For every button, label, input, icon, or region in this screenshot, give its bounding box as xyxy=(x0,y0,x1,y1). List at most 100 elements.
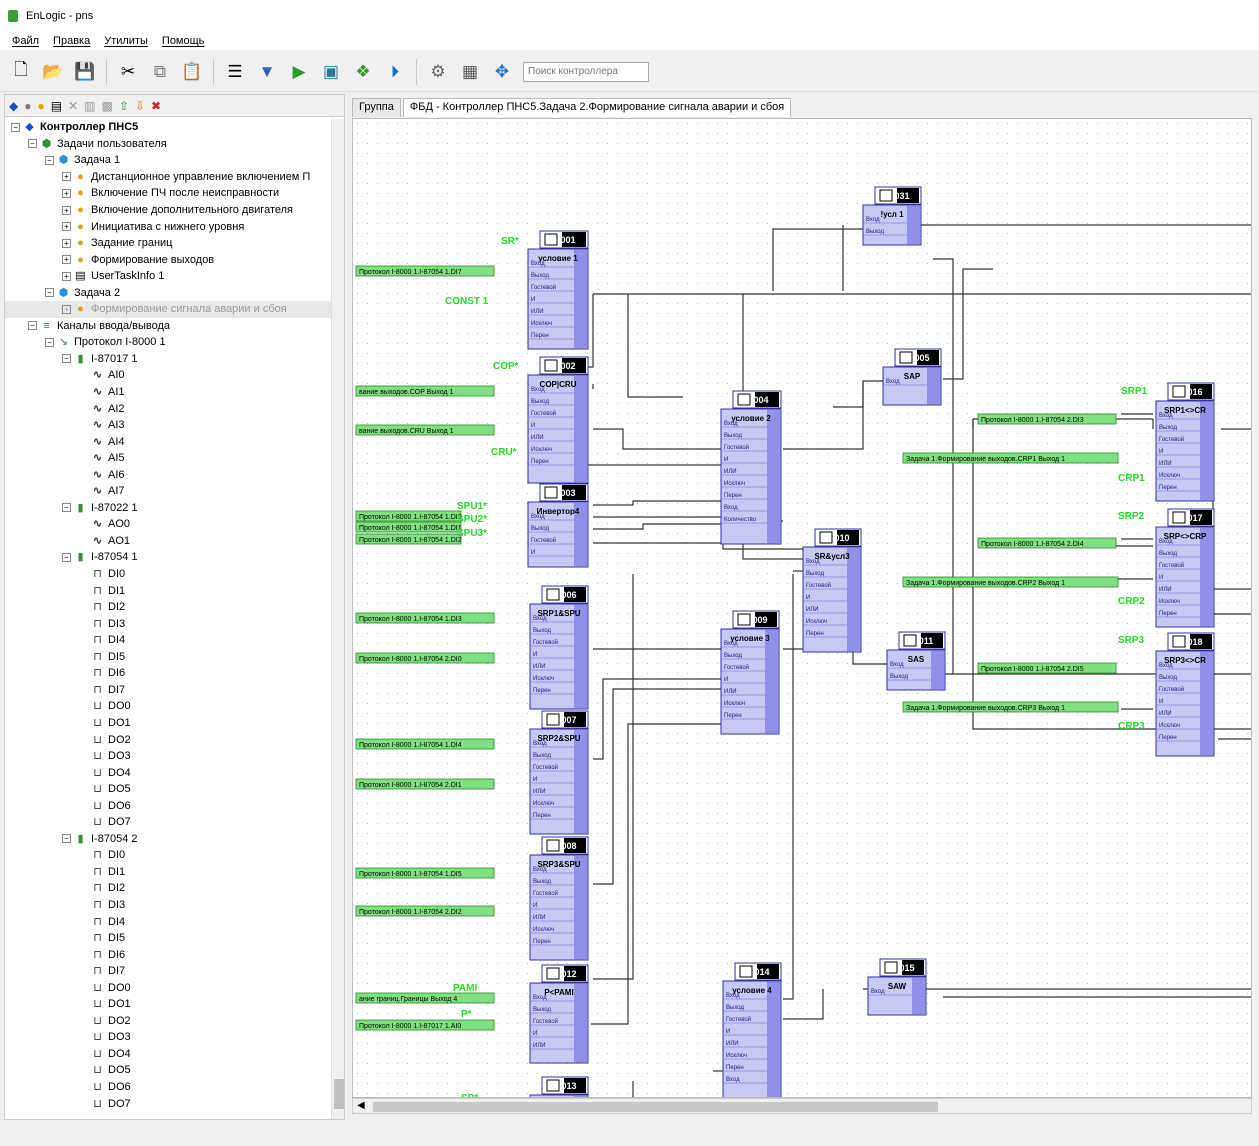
tree-expander-icon[interactable]: − xyxy=(11,122,20,132)
subtask-add-icon[interactable]: ● xyxy=(37,98,45,113)
tree-node[interactable]: ⊓DI6 xyxy=(5,946,331,963)
controller-add-icon[interactable]: ◆ xyxy=(9,98,19,113)
signal-input[interactable] xyxy=(355,652,495,664)
tree-node[interactable]: ∿AI5 xyxy=(5,450,331,467)
signal-input[interactable] xyxy=(355,521,462,533)
move-up-icon[interactable]: ⇧ xyxy=(118,98,129,113)
hscroll-thumb[interactable] xyxy=(373,1102,938,1112)
canvas-hscrollbar[interactable]: ◀ xyxy=(352,1098,1252,1114)
tree-node[interactable]: ⊓DI4 xyxy=(5,632,331,649)
tree-expander-icon[interactable]: − xyxy=(45,337,54,347)
tree-node[interactable]: ⊔DO6 xyxy=(5,1079,331,1096)
tree-node[interactable]: −≡Каналы ввода/вывода xyxy=(5,318,331,335)
signal-input[interactable] xyxy=(902,576,1119,588)
tree-node[interactable]: +●Инициатива с нижнего уровня xyxy=(5,218,331,235)
tree-node[interactable]: −◆Контроллер ПНС5 xyxy=(5,119,331,136)
tree-node[interactable]: ∿AI2 xyxy=(5,400,331,417)
tree-expander-icon[interactable]: + xyxy=(62,172,71,182)
signal-input[interactable] xyxy=(977,413,1117,425)
network-icon[interactable]: ❖ xyxy=(355,61,371,81)
tree-node[interactable]: ⊔DO2 xyxy=(5,731,331,748)
menu-edit[interactable]: Правка xyxy=(53,35,91,47)
signal-input[interactable] xyxy=(355,385,495,397)
run-icon[interactable]: ▶ xyxy=(292,61,306,81)
tree-node[interactable]: ⊔DO4 xyxy=(5,764,331,781)
move-down-icon[interactable]: ⇩ xyxy=(134,98,145,113)
tree-expander-icon[interactable]: + xyxy=(62,238,71,248)
tree-node[interactable]: ⊓DI2 xyxy=(5,599,331,616)
cut-icon[interactable]: ✂ xyxy=(120,61,136,81)
tree-node[interactable]: ⊔DO7 xyxy=(5,1095,331,1112)
info-add-icon[interactable]: ▤ xyxy=(50,98,63,113)
tab-fbd[interactable]: ФБД - Контроллер ПНС5.Задача 2.Формирова… xyxy=(402,98,792,117)
menu-help[interactable]: Помощь xyxy=(161,35,205,47)
tree-expander-icon[interactable]: − xyxy=(45,155,54,165)
list-icon[interactable]: ☰ xyxy=(227,61,243,81)
tree-node[interactable]: ⊓DI3 xyxy=(5,897,331,914)
tree-node[interactable]: ⊓DI1 xyxy=(5,582,331,599)
scroll-left-icon[interactable]: ◀ xyxy=(357,1100,365,1111)
signal-input[interactable] xyxy=(355,738,495,750)
tree-node[interactable]: ∿AI4 xyxy=(5,433,331,450)
tree-node[interactable]: +●Задание границ xyxy=(5,235,331,252)
tree-node[interactable]: ⊓DI1 xyxy=(5,864,331,881)
tree-node[interactable]: ⊓DI7 xyxy=(5,963,331,980)
signal-input[interactable] xyxy=(355,612,495,624)
tree-node[interactable]: −▮I-87017 1 xyxy=(5,351,331,368)
tree-node[interactable]: ∿AI6 xyxy=(5,466,331,483)
target-icon[interactable]: ✥ xyxy=(494,61,510,81)
settings-icon[interactable]: ⚙ xyxy=(430,61,446,81)
tree-expander-icon[interactable]: + xyxy=(62,205,71,215)
tree-node[interactable]: −⬢Задача 2 xyxy=(5,284,331,301)
menu-utils[interactable]: Утилиты xyxy=(104,35,148,47)
signal-input[interactable] xyxy=(977,537,1117,549)
signal-input[interactable] xyxy=(355,778,495,790)
open-folder-icon[interactable]: 📂 xyxy=(42,61,64,81)
tree-node[interactable]: +▤UserTaskInfo 1 xyxy=(5,268,331,285)
tree-node[interactable]: −⬢Задачи пользователя xyxy=(5,136,331,153)
tree-node[interactable]: ∿AI7 xyxy=(5,483,331,500)
tree-expander-icon[interactable]: − xyxy=(62,834,71,844)
tree-node[interactable]: ⊓DI7 xyxy=(5,682,331,699)
tree-node[interactable]: ∿AI1 xyxy=(5,384,331,401)
module-icon[interactable]: ▣ xyxy=(322,61,340,81)
tree-node[interactable]: ⊓DI3 xyxy=(5,615,331,632)
tree-node[interactable]: +●Формирование выходов xyxy=(5,251,331,268)
tree-node[interactable]: ⊔DO3 xyxy=(5,748,331,765)
tree-node[interactable]: ⊓DI5 xyxy=(5,649,331,666)
tree-node[interactable]: ⊔DO3 xyxy=(5,1029,331,1046)
tree-node[interactable]: ∿AI3 xyxy=(5,417,331,434)
tree-node[interactable]: ⊓DI4 xyxy=(5,913,331,930)
signal-input[interactable] xyxy=(902,452,1119,464)
tree-expander-icon[interactable]: − xyxy=(28,321,37,331)
paste-icon[interactable]: 📋 xyxy=(181,61,203,81)
protocol-add-icon[interactable]: ▩ xyxy=(101,98,113,113)
signal-input[interactable] xyxy=(355,533,462,545)
tree-expander-icon[interactable]: − xyxy=(62,354,71,364)
tree-node[interactable]: ∿AI0 xyxy=(5,367,331,384)
tool-icon[interactable]: ✕ xyxy=(68,98,79,113)
tree-expander-icon[interactable]: + xyxy=(62,222,71,232)
tree-node[interactable]: ⊓DI5 xyxy=(5,930,331,947)
tree-node[interactable]: ⊔DO6 xyxy=(5,797,331,814)
tree-node[interactable]: +●Дистанционное управление включением П xyxy=(5,169,331,186)
tree-node[interactable]: +●Включение ПЧ после неисправности xyxy=(5,185,331,202)
save-icon[interactable]: 💾 xyxy=(74,61,96,81)
tree-expander-icon[interactable]: + xyxy=(62,271,71,281)
tree-node[interactable]: ⊓DI0 xyxy=(5,847,331,864)
download-icon[interactable]: ▼ xyxy=(258,61,276,81)
tree-expander-icon[interactable]: + xyxy=(62,255,71,265)
new-file-icon[interactable]: 🗋 xyxy=(14,60,28,79)
tree-node[interactable]: ⊔DO5 xyxy=(5,1062,331,1079)
tree-node[interactable]: ⊔DO7 xyxy=(5,814,331,831)
signal-input[interactable] xyxy=(355,867,495,879)
menu-file[interactable]: Файл xyxy=(12,35,40,47)
tree-node[interactable]: ⊓DI0 xyxy=(5,566,331,583)
tree-node[interactable]: ∿AO0 xyxy=(5,516,331,533)
signal-input[interactable] xyxy=(355,1019,495,1031)
calculator-icon[interactable]: ▦ xyxy=(461,61,479,81)
tree-node[interactable]: −▮I-87054 2 xyxy=(5,831,331,848)
play-circle-icon[interactable]: ⏵ xyxy=(390,61,400,81)
